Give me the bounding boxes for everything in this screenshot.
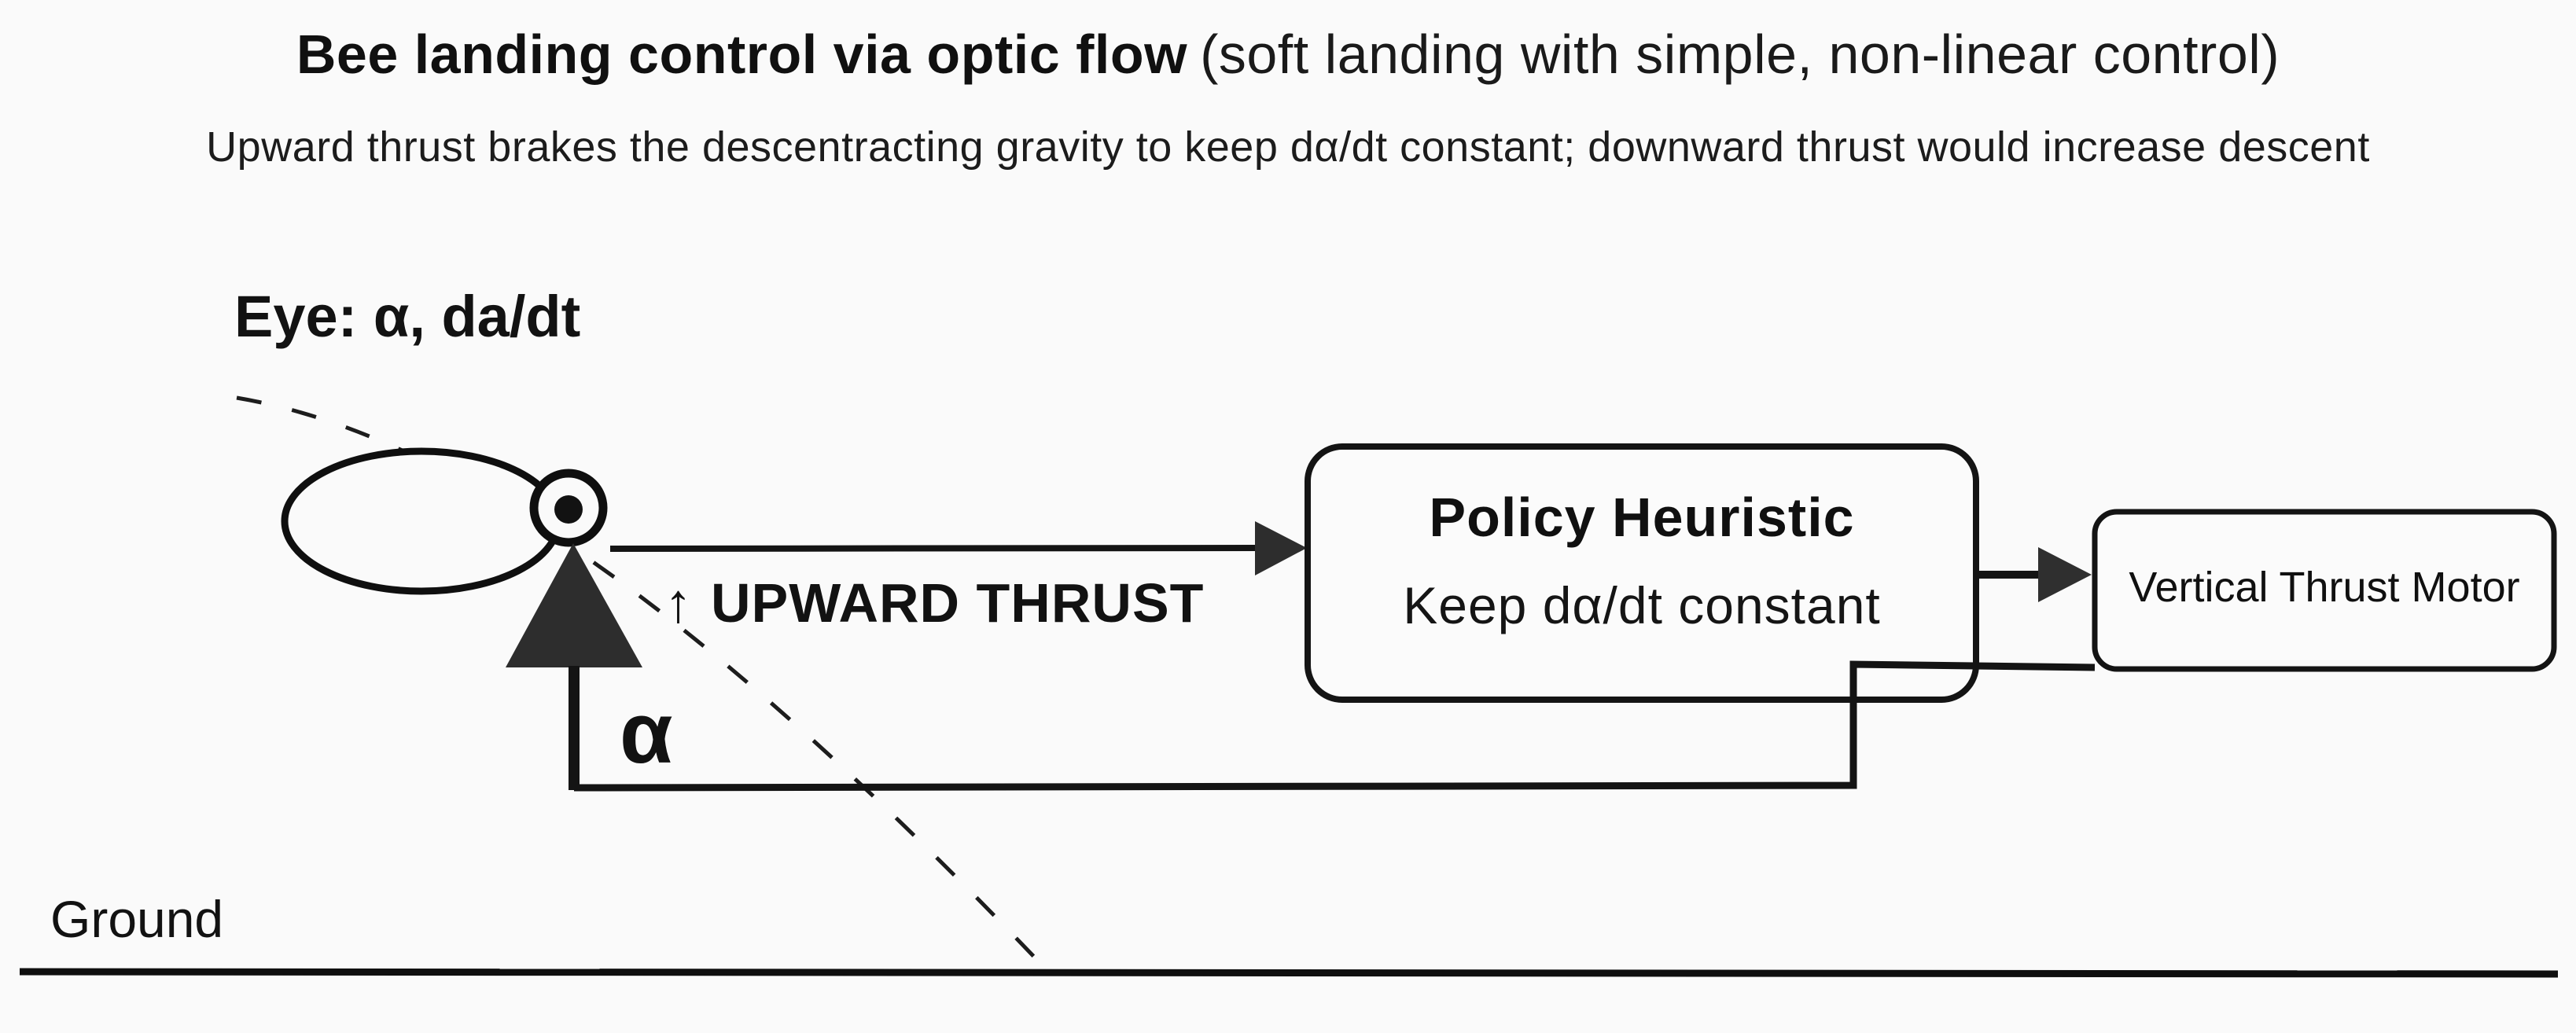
bee-thrust-triangle — [506, 543, 642, 667]
feedback-loop-line — [573, 660, 2096, 792]
policy-to-motor-arrowhead — [2038, 547, 2092, 602]
policy-box-text: Policy Heuristic Keep dα/dt constant — [1308, 447, 1976, 700]
alpha-label: α — [620, 685, 673, 781]
ground-label: Ground — [50, 890, 224, 948]
upward-thrust-label: ↑UPWARD THRUST — [664, 575, 1204, 630]
policy-box-title: Policy Heuristic — [1429, 487, 1855, 548]
bee-body-ellipse — [281, 447, 562, 595]
up-arrow-icon: ↑ — [664, 572, 692, 634]
descent-trajectory-dashed-curve — [236, 395, 1053, 976]
page-subtitle: Upward thrust brakes the descentracting … — [206, 123, 2370, 171]
motor-box-label: Vertical Thrust Motor — [2129, 564, 2520, 611]
page-title-bold: Bee landing control via optic flow — [296, 24, 1188, 85]
ground-line — [19, 968, 2559, 978]
eye-to-policy-arrow-line — [609, 545, 1259, 552]
policy-box-subtitle: Keep dα/dt constant — [1403, 576, 1881, 634]
eye-label: Eye: α, da/dt — [234, 284, 581, 349]
upward-thrust-text: UPWARD THRUST — [711, 572, 1205, 634]
motor-box — [2092, 509, 2557, 672]
bee-eye-pupil-dot — [554, 495, 583, 524]
eye-to-policy-arrowhead — [1255, 521, 1307, 575]
page-title: Bee landing control via optic flow(soft … — [0, 27, 2576, 82]
page-title-parenthetical: (soft landing with simple, non-linear co… — [1200, 24, 2280, 85]
